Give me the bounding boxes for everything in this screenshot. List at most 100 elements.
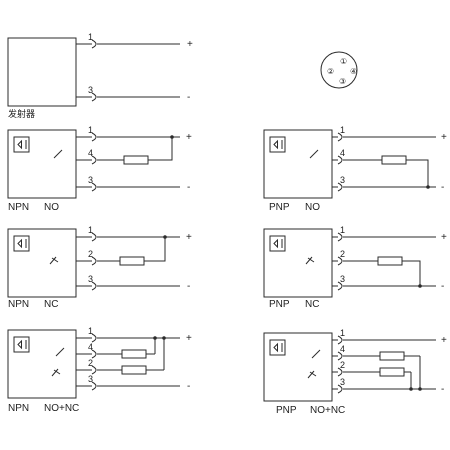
no-switch-symbol	[311, 349, 321, 359]
sensor-icon	[13, 235, 30, 252]
pin-label: 3	[88, 274, 93, 284]
connector-pinout: ① ② ③ ④	[320, 51, 358, 89]
wire-1: 1 +	[76, 225, 192, 243]
pin-label: 4	[340, 344, 345, 354]
minus-terminal: -	[187, 92, 190, 103]
load-resistor	[123, 155, 149, 165]
minus-terminal: -	[441, 384, 444, 395]
npn-no-nc-diagram: 1 + 4 2 3 - NPN NO+NC	[7, 326, 192, 414]
pin-label: 2	[340, 249, 345, 259]
sensor-icon	[269, 235, 286, 252]
plus-terminal: +	[187, 39, 193, 50]
load-resistor	[381, 155, 407, 165]
wire-3: 3 -	[76, 274, 190, 292]
minus-terminal: -	[441, 281, 444, 292]
pin-label: 1	[88, 225, 93, 235]
wire-1: 1 +	[76, 326, 192, 344]
pnp-no-diagram: 1 + 4 3 - PNP NO	[263, 125, 447, 213]
pin-label: 3	[340, 377, 345, 387]
pin-label: 4	[88, 148, 93, 158]
nc-switch-symbol	[305, 256, 315, 265]
wire-3: 3 -	[76, 374, 190, 392]
connector-pin-1: ①	[340, 57, 347, 66]
connector-pin-3: ③	[339, 77, 346, 86]
sensor-body	[7, 329, 77, 399]
wire-4: 4	[76, 342, 155, 359]
pin-label: 4	[88, 342, 93, 352]
output-type-label: PNP	[276, 405, 297, 416]
sensor-body	[7, 129, 77, 199]
wire-1: 1 +	[76, 125, 192, 143]
plus-terminal: +	[441, 232, 447, 243]
wire-3: 3 -	[76, 175, 190, 193]
load-resistor	[121, 349, 147, 359]
wire-2: 2	[332, 360, 411, 377]
pin-label: 3	[88, 374, 93, 384]
wire-4: 4	[332, 344, 420, 361]
output-type-label: NPN	[8, 403, 29, 414]
wire-1: 1 +	[332, 125, 447, 143]
output-type-label: NPN	[8, 202, 29, 213]
wire-1: 1 +	[332, 328, 447, 346]
no-switch-symbol	[309, 149, 319, 159]
nc-switch-symbol	[51, 368, 61, 377]
nc-switch-symbol	[307, 370, 317, 379]
wire-2: 2	[332, 249, 422, 288]
minus-terminal: -	[187, 182, 190, 193]
pin-label: 2	[88, 358, 93, 368]
wire-2: 2	[76, 358, 164, 375]
pin-label: 1	[340, 328, 345, 338]
junction-dot	[162, 336, 166, 340]
transmitter-body	[7, 37, 77, 107]
no-switch-symbol	[55, 347, 65, 357]
switch-mode-label: NO+NC	[44, 403, 79, 414]
plus-terminal: +	[441, 335, 447, 346]
sensor-body	[263, 129, 333, 199]
pin-label: 1	[88, 125, 93, 135]
minus-terminal: -	[187, 281, 190, 292]
load-resistor	[121, 365, 147, 375]
switch-mode-label: NC	[44, 299, 58, 310]
sensor-icon	[13, 336, 30, 353]
plus-terminal: +	[186, 132, 192, 143]
wire-4: 4	[76, 135, 174, 165]
load-resistor	[119, 256, 145, 266]
minus-terminal: -	[441, 182, 444, 193]
sensor-body	[7, 228, 77, 298]
pin-label: 1	[340, 225, 345, 235]
switch-mode-label: NO	[305, 202, 320, 213]
wire-4: 4	[332, 148, 430, 189]
sensor-body	[263, 332, 333, 402]
pin-label: 2	[88, 249, 93, 259]
pin-label: 3	[88, 175, 93, 185]
wire-1: 1 +	[332, 225, 447, 243]
pnp-no-nc-diagram: 1 + 4 2 3 - PNP NO+NC	[263, 328, 447, 416]
transmitter-diagram: 1 + 3 - 发射器	[7, 32, 193, 120]
load-resistor	[379, 351, 405, 361]
connector-pin-4: ④	[350, 67, 357, 76]
wire-2: 2	[76, 235, 167, 266]
junction-dot	[163, 235, 167, 239]
load-resistor	[377, 256, 403, 266]
npn-no-diagram: 1 + 4 3 - NPN NO	[7, 125, 192, 213]
switch-mode-label: NO	[44, 202, 59, 213]
pin-label: 3	[340, 175, 345, 185]
sensor-icon	[269, 136, 286, 153]
plus-terminal: +	[186, 232, 192, 243]
bus-wire	[410, 356, 421, 389]
transmitter-wire-1: 1 +	[76, 32, 193, 50]
nc-switch-symbol	[49, 256, 59, 265]
output-type-label: PNP	[269, 202, 290, 213]
wire-3: 3 -	[332, 274, 444, 292]
pin-label: 3	[88, 85, 93, 95]
minus-terminal: -	[187, 381, 190, 392]
wire-3: 3 -	[332, 377, 444, 395]
switch-mode-label: NO+NC	[310, 405, 345, 416]
pin-label: 3	[340, 274, 345, 284]
sensor-body	[263, 228, 333, 298]
output-type-label: PNP	[269, 299, 290, 310]
bus-wire	[154, 338, 165, 370]
sensor-icon	[269, 339, 286, 356]
plus-terminal: +	[441, 132, 447, 143]
